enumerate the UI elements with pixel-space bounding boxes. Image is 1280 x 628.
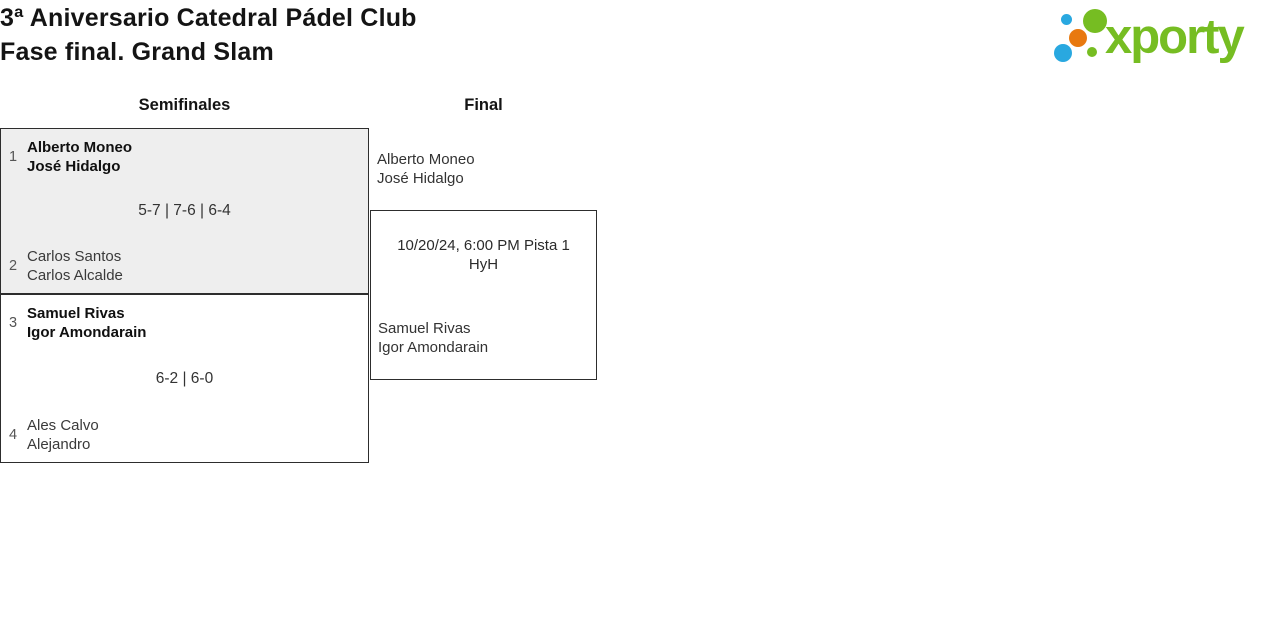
team-seed-2[interactable]: 2 Carlos Santos Carlos Alcalde <box>9 247 360 285</box>
player-name: Carlos Santos <box>27 248 122 265</box>
player-name: Alberto Moneo <box>27 139 132 156</box>
xporty-logo[interactable]: xporty <box>1045 5 1280 69</box>
logo-dot-green-large <box>1083 9 1107 33</box>
logo-wordmark: xporty <box>1105 10 1245 64</box>
final-team-bottom: Samuel Rivas Igor Amondarain <box>378 319 488 357</box>
player-name: Carlos Alcalde <box>27 267 123 284</box>
team-players: Alberto Moneo José Hidalgo <box>27 138 132 176</box>
team-players: Samuel Rivas Igor Amondarain <box>27 304 146 342</box>
round-header-final: Final <box>464 96 503 114</box>
final-schedule: 10/20/24, 6:00 PM Pista 1 <box>397 237 570 254</box>
logo-dot-green-small <box>1087 47 1097 57</box>
player-name: José Hidalgo <box>377 170 464 187</box>
final-format: HyH <box>468 256 499 273</box>
logo-dot-orange <box>1069 29 1087 47</box>
seed-number: 3 <box>9 315 18 331</box>
phase-name: Fase final. Grand Slam <box>0 38 274 66</box>
player-name: Samuel Rivas <box>27 305 125 322</box>
team-seed-1[interactable]: 1 Alberto Moneo José Hidalgo <box>9 138 360 176</box>
player-name: Igor Amondarain <box>27 324 147 341</box>
player-name: Samuel Rivas <box>378 320 471 337</box>
seed-number: 1 <box>9 149 18 165</box>
seed-number: 4 <box>9 427 18 443</box>
round-header-semifinals: Semifinales <box>138 96 231 114</box>
final-match-info: 10/20/24, 6:00 PM Pista 1 HyH <box>375 236 592 274</box>
player-name: José Hidalgo <box>27 158 121 175</box>
match-semifinal-2[interactable]: 3 Samuel Rivas Igor Amondarain 6-2 | 6-0… <box>0 294 369 463</box>
team-seed-3[interactable]: 3 Samuel Rivas Igor Amondarain <box>9 304 360 342</box>
logo-dot-blue-large <box>1054 44 1072 62</box>
match-final[interactable]: 10/20/24, 6:00 PM Pista 1 HyH Samuel Riv… <box>370 210 597 380</box>
final-team-top: Alberto Moneo José Hidalgo <box>377 150 475 188</box>
logo-dot-blue-small <box>1061 14 1072 25</box>
player-name: Igor Amondarain <box>378 339 489 356</box>
player-name: Ales Calvo <box>27 417 99 434</box>
match-score: 5-7 | 7-6 | 6-4 <box>138 202 231 219</box>
match-semifinal-1[interactable]: 1 Alberto Moneo José Hidalgo 5-7 | 7-6 |… <box>0 128 369 294</box>
player-name: Alberto Moneo <box>377 151 475 168</box>
team-players: Carlos Santos Carlos Alcalde <box>27 247 123 285</box>
tournament-name: 3ª Aniversario Catedral Pádel Club <box>0 4 417 32</box>
match-score: 6-2 | 6-0 <box>155 369 214 387</box>
player-name: Alejandro <box>27 436 91 453</box>
seed-number: 2 <box>9 258 18 274</box>
team-seed-4[interactable]: 4 Ales Calvo Alejandro <box>9 416 360 454</box>
team-players: Ales Calvo Alejandro <box>27 416 99 454</box>
page-title: 3ª Aniversario Catedral Pádel Club Fase … <box>0 1 417 69</box>
